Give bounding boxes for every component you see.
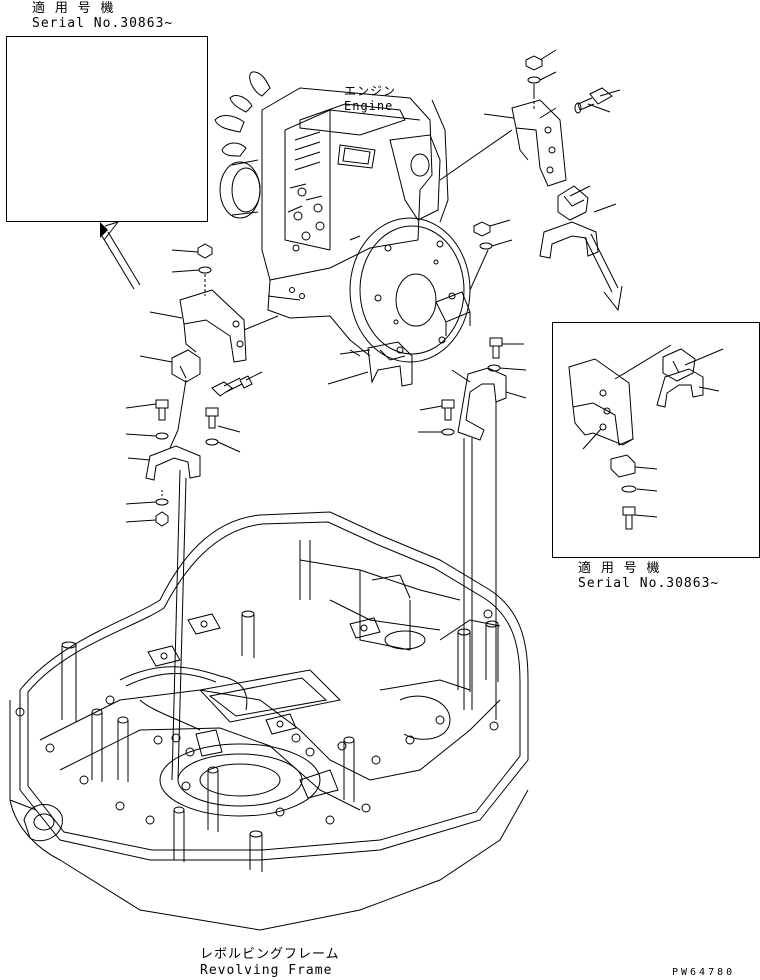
inset-bottom-right-applicable-models: 適 用 号 機	[578, 561, 661, 576]
left-mount-parts	[126, 244, 278, 526]
right-mount-parts	[440, 50, 620, 258]
inset-top-left-serial-label: Serial No.30863~	[32, 16, 174, 31]
frame-label-jp: レボルビングフレーム	[200, 947, 340, 962]
inset-bottom-right-parts	[553, 323, 759, 557]
inset-bottom-right-serial-label: Serial No.30863~	[578, 576, 720, 591]
inset-bottom-right	[552, 322, 760, 558]
arrow-up-left-icon	[100, 222, 140, 289]
alignment-lines	[172, 402, 496, 780]
inset-top-left	[6, 36, 208, 222]
arrow-down-right-icon	[585, 234, 622, 310]
engine-drawing	[215, 72, 470, 386]
revolving-frame-drawing	[10, 512, 528, 930]
inset-top-left-applicable-models: 適 用 号 機	[32, 1, 115, 16]
front-mount-parts	[328, 220, 526, 440]
engine-label-jp: エンジン	[344, 84, 397, 98]
frame-label-en: Revolving Frame	[200, 963, 333, 978]
drawing-number: PW64780	[672, 967, 736, 978]
engine-label-en: Engine	[344, 99, 394, 113]
